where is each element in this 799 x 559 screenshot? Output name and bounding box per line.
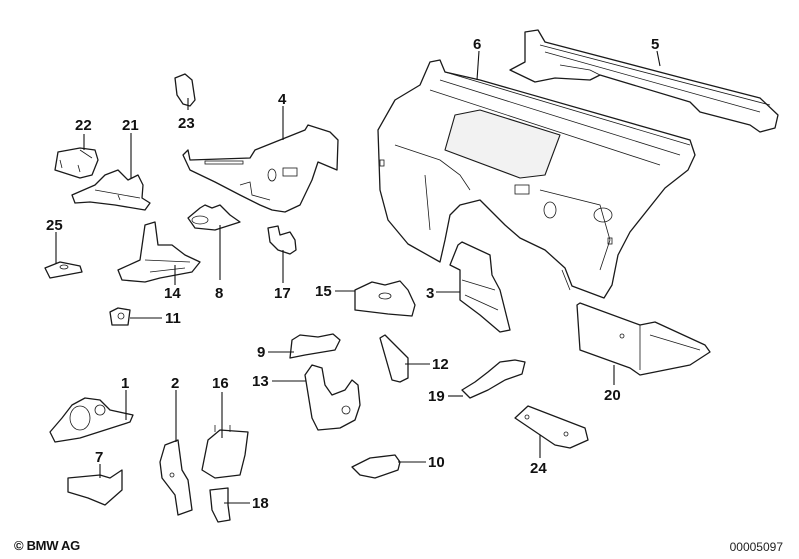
callout-16[interactable]: 16 [212,375,229,392]
callout-22[interactable]: 22 [75,117,92,134]
callout-24[interactable]: 24 [530,460,547,477]
callout-19[interactable]: 19 [428,388,445,405]
callout-6[interactable]: 6 [473,36,481,53]
part-14-bracket[interactable] [117,221,201,283]
callout-3[interactable]: 3 [426,285,434,302]
part-25-angle[interactable] [44,261,83,279]
callout-10[interactable]: 10 [428,454,445,471]
part-13-holder[interactable] [304,364,361,431]
part-8-ring-bracket[interactable] [187,204,241,231]
part-11-clip-nut[interactable] [109,307,131,326]
callout-11[interactable]: 11 [165,310,181,327]
part-6-dashboard-bulkhead[interactable] [377,59,696,299]
part-15-bracket[interactable] [354,280,416,317]
diagram-number: 00005097 [729,540,783,554]
part-16-bracket[interactable] [201,425,249,479]
callout-5[interactable]: 5 [651,36,659,53]
part-21-bracket[interactable] [71,169,151,211]
callout-12[interactable]: 12 [432,356,449,373]
part-3-support[interactable] [449,241,511,333]
callout-13[interactable]: 13 [252,373,269,390]
callout-23[interactable]: 23 [178,115,195,132]
part-1-bracket[interactable] [49,397,134,443]
part-19-bracket[interactable] [461,359,526,399]
callout-9[interactable]: 9 [257,344,265,361]
part-22-plate[interactable] [54,147,99,179]
callout-labels: 1 2 3 4 5 6 7 8 9 10 11 12 13 14 15 16 1… [46,36,659,512]
callout-20[interactable]: 20 [604,387,621,404]
part-18-clip[interactable] [209,487,231,523]
part-5-cowl-panel[interactable] [509,29,779,133]
part-23-clip[interactable] [174,73,196,107]
copyright-label: © BMW AG [14,538,80,553]
callout-17[interactable]: 17 [274,285,291,302]
part-20-support[interactable] [576,302,711,376]
callout-21[interactable]: 21 [122,117,139,134]
part-4-bracket[interactable] [182,124,339,213]
part-12-bracket[interactable] [379,334,409,383]
callout-8[interactable]: 8 [215,285,223,302]
callout-2[interactable]: 2 [171,375,179,392]
callout-15[interactable]: 15 [315,283,332,300]
callout-7[interactable]: 7 [95,449,103,466]
part-7-bracket[interactable] [67,469,123,506]
callout-1[interactable]: 1 [121,375,129,392]
part-17-clip[interactable] [267,225,297,255]
callout-25[interactable]: 25 [46,217,63,234]
part-24-plate[interactable] [514,405,589,449]
callout-18[interactable]: 18 [252,495,269,512]
leader-lines [55,50,661,504]
callout-4[interactable]: 4 [278,91,287,108]
part-10-clip[interactable] [351,454,401,479]
part-9-strip-bracket[interactable] [289,333,341,359]
part-2-bracket[interactable] [159,439,193,516]
callout-14[interactable]: 14 [164,285,181,302]
